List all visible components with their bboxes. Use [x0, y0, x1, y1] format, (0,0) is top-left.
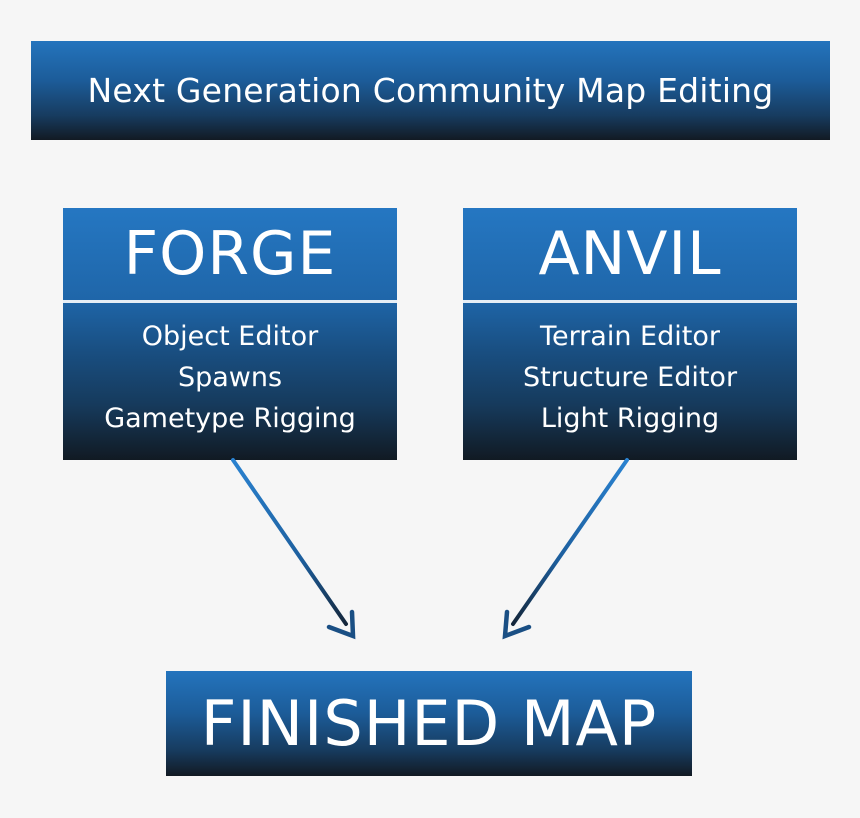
- forge-feature-item: Spawns: [177, 362, 283, 393]
- anvil-to-map-arrow: [502, 458, 629, 640]
- anvil-feature-item: Structure Editor: [522, 362, 738, 393]
- finished-map-banner: FINISHED MAP: [166, 671, 692, 776]
- anvil-title: ANVIL: [463, 208, 797, 300]
- forge-feature-item: Object Editor: [141, 321, 319, 352]
- forge-title: FORGE: [63, 208, 397, 300]
- header-title: Next Generation Community Map Editing: [87, 71, 774, 110]
- forge-feature-item: Gametype Rigging: [104, 403, 356, 434]
- finished-map-title: FINISHED MAP: [200, 687, 658, 760]
- forge-body: Object Editor Spawns Gametype Rigging: [63, 303, 397, 460]
- header-banner: Next Generation Community Map Editing: [31, 41, 830, 140]
- anvil-divider: [463, 300, 797, 303]
- anvil-box: ANVIL Terrain Editor Structure Editor Li…: [463, 208, 797, 460]
- forge-box: FORGE Object Editor Spawns Gametype Rigg…: [63, 208, 397, 460]
- forge-to-map-arrow: [231, 458, 356, 640]
- anvil-feature-item: Terrain Editor: [540, 321, 720, 352]
- anvil-feature-item: Light Rigging: [540, 403, 720, 434]
- anvil-feature-list: Terrain Editor Structure Editor Light Ri…: [463, 316, 797, 439]
- forge-feature-list: Object Editor Spawns Gametype Rigging: [63, 316, 397, 439]
- anvil-body: Terrain Editor Structure Editor Light Ri…: [463, 303, 797, 460]
- forge-divider: [63, 300, 397, 303]
